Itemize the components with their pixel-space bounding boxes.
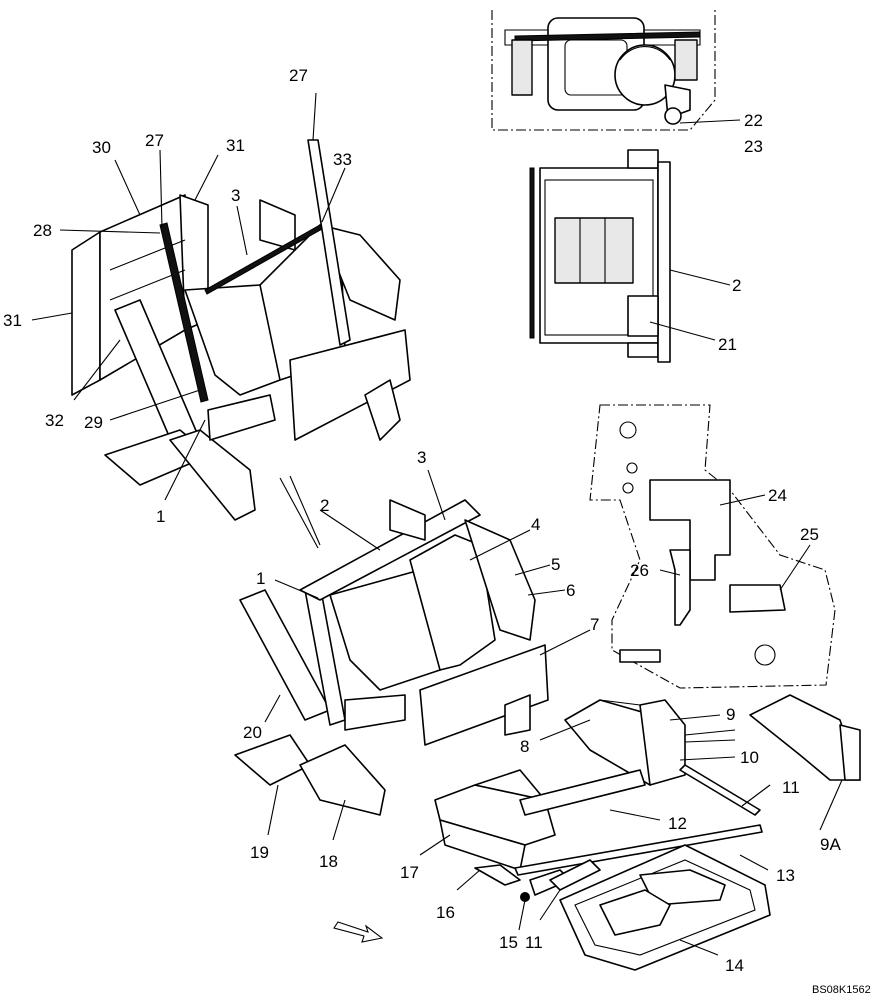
direction-arrow-icon [333, 921, 384, 943]
callout-9: 9 [726, 705, 735, 724]
callout-11-bottom: 11 [525, 933, 543, 952]
callout-3-upper: 3 [231, 186, 240, 205]
callout-4: 4 [531, 515, 540, 534]
floor-plate-view [589, 404, 836, 689]
callout-25: 25 [800, 525, 819, 544]
callout-24: 24 [768, 486, 787, 505]
callout-6: 6 [566, 581, 575, 600]
callout-2-lower: 2 [320, 496, 329, 515]
callout-8: 8 [520, 737, 529, 756]
callout-29: 29 [84, 413, 103, 432]
callout-23: 23 [744, 137, 763, 156]
callout-32: 32 [45, 411, 64, 430]
callout-1-lower: 1 [256, 569, 265, 588]
side-panel-view [529, 149, 671, 363]
callout-20: 20 [243, 723, 262, 742]
leader-lines [31, 92, 843, 956]
callout-33: 33 [333, 150, 352, 169]
callout-27-left: 27 [145, 131, 164, 150]
callout-1-upper: 1 [156, 507, 165, 526]
callout-18: 18 [319, 852, 338, 871]
cab-top-view [491, 8, 716, 131]
callout-19: 19 [250, 843, 269, 862]
floor-console [434, 769, 771, 971]
callout-12: 12 [668, 814, 687, 833]
callout-31-right: 31 [226, 136, 245, 155]
callout-15: 15 [499, 933, 518, 952]
callout-26: 26 [630, 561, 649, 580]
figure-code: BS08K1562 [812, 984, 871, 996]
callout-10: 10 [740, 748, 759, 767]
central-seat-assembly [234, 499, 549, 816]
callout-11-right: 11 [782, 778, 800, 797]
callout-13: 13 [776, 866, 795, 885]
callout-28: 28 [33, 221, 52, 240]
callout-2-right: 2 [732, 276, 741, 295]
console-upper-pieces [564, 694, 861, 816]
upper-seat-assembly [71, 139, 411, 521]
callout-27-top: 27 [289, 66, 308, 85]
callout-21: 21 [718, 335, 737, 354]
callout-3-lower: 3 [417, 448, 426, 467]
callouts: 27 30 27 31 33 3 28 31 32 29 1 2 3 4 5 6… [3, 66, 871, 996]
callout-9A: 9A [820, 835, 841, 854]
callout-5: 5 [551, 555, 560, 574]
callout-16: 16 [436, 903, 455, 922]
callout-22: 22 [744, 111, 763, 130]
callout-17: 17 [400, 863, 419, 882]
callout-7: 7 [590, 615, 599, 634]
callout-31-left: 31 [3, 311, 22, 330]
callout-14: 14 [725, 956, 744, 975]
callout-30: 30 [92, 138, 111, 157]
